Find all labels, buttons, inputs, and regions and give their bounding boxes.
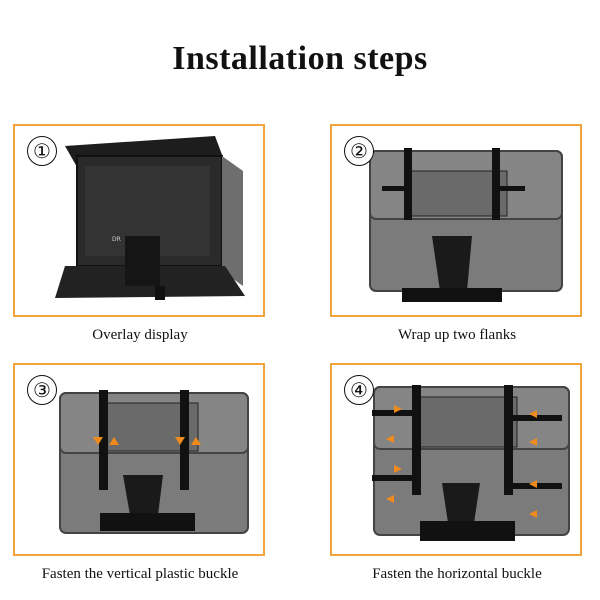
step-4-caption: Fasten the horizontal buckle — [372, 566, 542, 582]
step-2-panel: ② — [330, 124, 582, 317]
step-3-caption: Fasten the vertical plastic buckle — [41, 566, 239, 582]
step-number-badge: ③ — [27, 375, 57, 405]
monitor-cover-open-image: DR — [55, 136, 245, 300]
step-4-panel: ④ — [330, 363, 582, 556]
step-number-badge: ② — [344, 136, 374, 166]
step-1-panel: DR ① — [13, 124, 265, 317]
monitor-cover-flaps-image — [369, 148, 563, 302]
step-number-badge: ④ — [344, 375, 374, 405]
step-3-panel: ③ — [13, 363, 265, 556]
step-number-badge: ① — [27, 136, 57, 166]
monitor-cover-horizontal-buckle-image — [372, 385, 570, 541]
step-1-caption: Overlay display — [92, 327, 188, 343]
monitor-cover-vertical-buckle-image — [59, 390, 249, 534]
svg-text:DR: DR — [112, 236, 121, 243]
page-title: Installation steps — [172, 40, 428, 77]
step-2-caption: Wrap up two flanks — [397, 327, 517, 343]
